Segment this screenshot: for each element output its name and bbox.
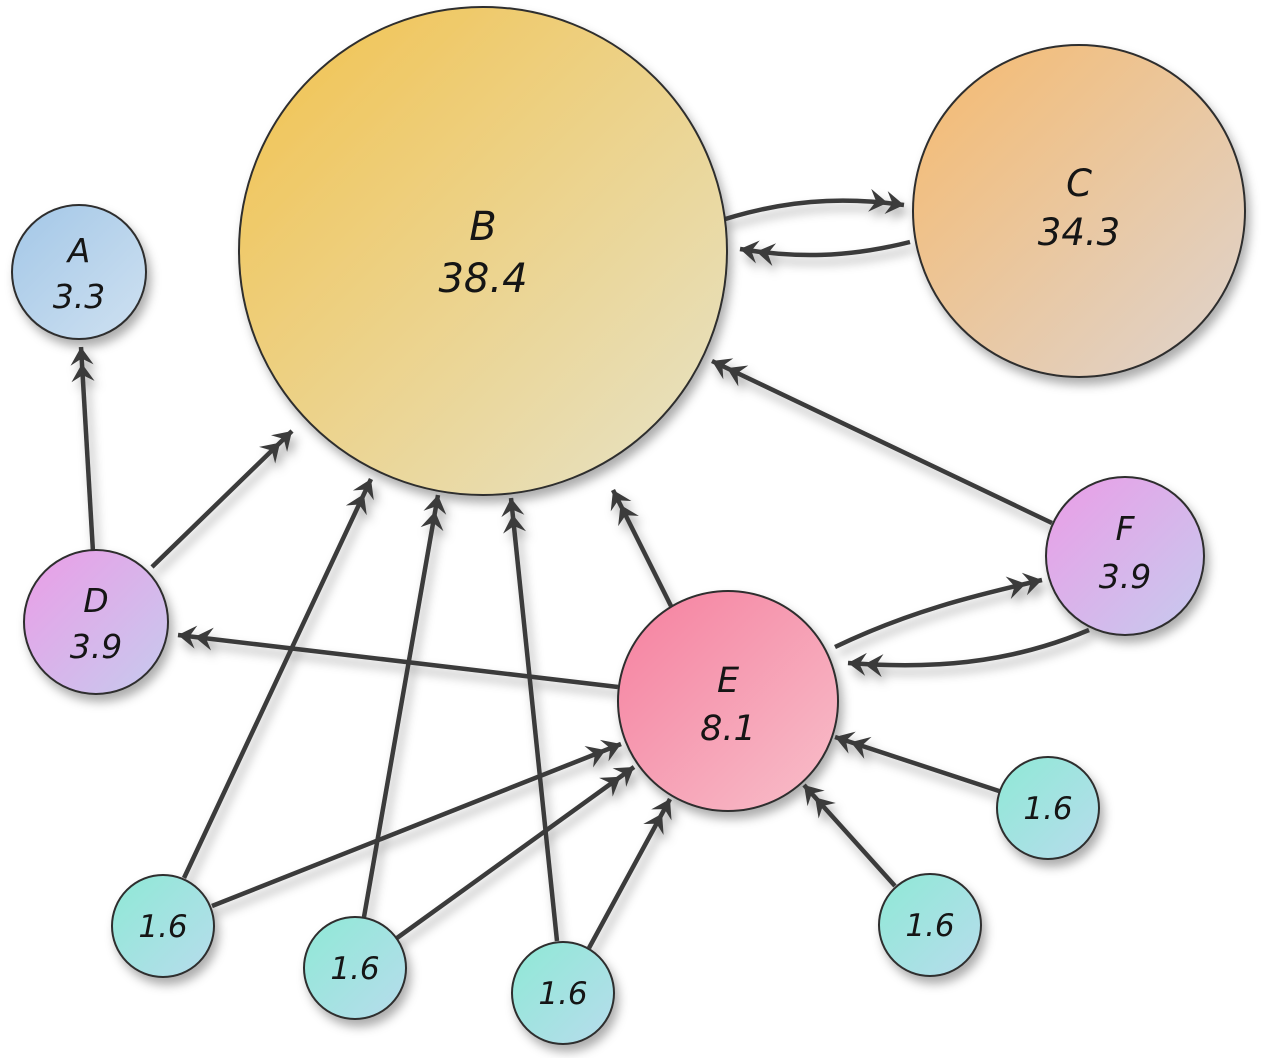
nodes-layer	[11, 6, 1246, 1045]
node-F-label: F	[1116, 509, 1136, 548]
edges-layer	[70, 188, 1090, 950]
node-F	[1045, 476, 1205, 636]
edge-E-to-B	[610, 488, 674, 608]
node-E-label: E	[717, 661, 740, 701]
node-s4	[878, 873, 982, 977]
node-s5-value: 1.6	[1023, 791, 1072, 827]
edge-s5-to-E	[834, 731, 1000, 794]
edge-s1-to-B	[181, 478, 374, 879]
node-D-label: D	[83, 581, 108, 620]
labels-layer: B 38.4 C 34.3 A 3.3 D 3.9 E 8.1 F 3.9 1.…	[53, 162, 1151, 1012]
node-B-value: 38.4	[438, 256, 527, 302]
node-A-label: A	[66, 231, 91, 270]
node-s1	[111, 874, 215, 978]
node-A	[11, 204, 147, 340]
node-s3	[511, 941, 615, 1045]
edge-D-to-B	[150, 429, 294, 569]
edge-E-to-D	[177, 625, 619, 690]
node-s4-value: 1.6	[905, 908, 954, 944]
node-D	[23, 549, 169, 695]
node-C-value: 34.3	[1038, 211, 1120, 254]
node-D-value: 3.9	[70, 627, 122, 666]
node-B	[238, 6, 728, 496]
edge-s3-to-B	[501, 497, 560, 942]
node-s2	[303, 916, 407, 1020]
node-E	[617, 590, 839, 812]
edge-s1-to-E	[211, 739, 622, 909]
edge-C-to-B	[739, 239, 911, 266]
edge-F-to-E	[847, 627, 1090, 678]
edge-s4-to-E	[802, 783, 897, 888]
node-F-value: 3.9	[1099, 557, 1151, 596]
edge-D-to-A	[70, 346, 96, 553]
node-s2-value: 1.6	[330, 951, 379, 987]
node-B-label: B	[469, 204, 496, 250]
edge-E-to-F	[834, 572, 1043, 650]
node-s5	[996, 756, 1100, 860]
edge-F-to-B	[711, 358, 1053, 526]
node-A-value: 3.3	[53, 277, 105, 316]
edge-s2-to-B	[361, 494, 447, 918]
node-s1-value: 1.6	[138, 909, 187, 945]
edge-s3-to-E	[587, 797, 672, 950]
node-E-value: 8.1	[700, 709, 756, 749]
node-C	[912, 44, 1246, 378]
edge-B-to-C	[721, 188, 905, 223]
node-C-label: C	[1066, 162, 1092, 205]
edge-s2-to-E	[395, 765, 636, 940]
node-s3-value: 1.6	[538, 976, 587, 1012]
